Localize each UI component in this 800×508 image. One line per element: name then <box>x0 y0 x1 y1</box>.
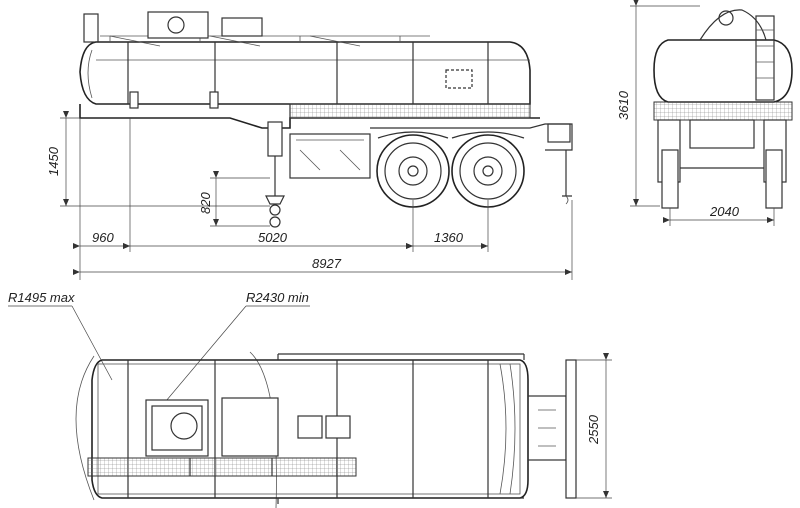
tank-ribs <box>127 42 489 104</box>
side-view: 1450 820 960 5020 1360 8927 <box>46 11 573 280</box>
tool-box <box>289 133 371 179</box>
radius-turning: R2430 min <box>246 290 309 305</box>
data-plate <box>445 69 473 89</box>
dim-overall-width: 2550 <box>586 414 601 445</box>
manhole-hatch <box>147 11 209 39</box>
dim-wheelbase: 5020 <box>258 230 288 245</box>
dim-coupling-height: 1450 <box>46 146 61 176</box>
handrail <box>100 35 430 42</box>
manhole-top <box>145 399 209 457</box>
front-swing-arc <box>75 355 95 501</box>
top-view <box>8 305 612 508</box>
rear-wheel-1 <box>376 134 450 208</box>
dim-axle-spread: 1360 <box>434 230 464 245</box>
rear-tank-ellipse <box>653 39 793 103</box>
dim-track-width: 2040 <box>709 204 740 219</box>
radius-front-swing: R1495 max <box>8 290 75 305</box>
front-ladder <box>83 13 99 43</box>
side-guard <box>289 103 531 119</box>
dim-support-leg: 820 <box>198 192 213 214</box>
dim-overall-height: 3610 <box>616 90 631 120</box>
tank-shell <box>79 41 531 105</box>
rear-ladder <box>755 15 775 101</box>
walkway-grating <box>87 457 357 477</box>
landing-gear <box>265 121 285 228</box>
dim-overall-length: 8927 <box>312 256 342 271</box>
side-dimensions <box>60 111 573 280</box>
rear-wheel-2 <box>451 134 525 208</box>
dim-front-overhang: 960 <box>92 230 114 245</box>
rear-view <box>630 0 793 226</box>
